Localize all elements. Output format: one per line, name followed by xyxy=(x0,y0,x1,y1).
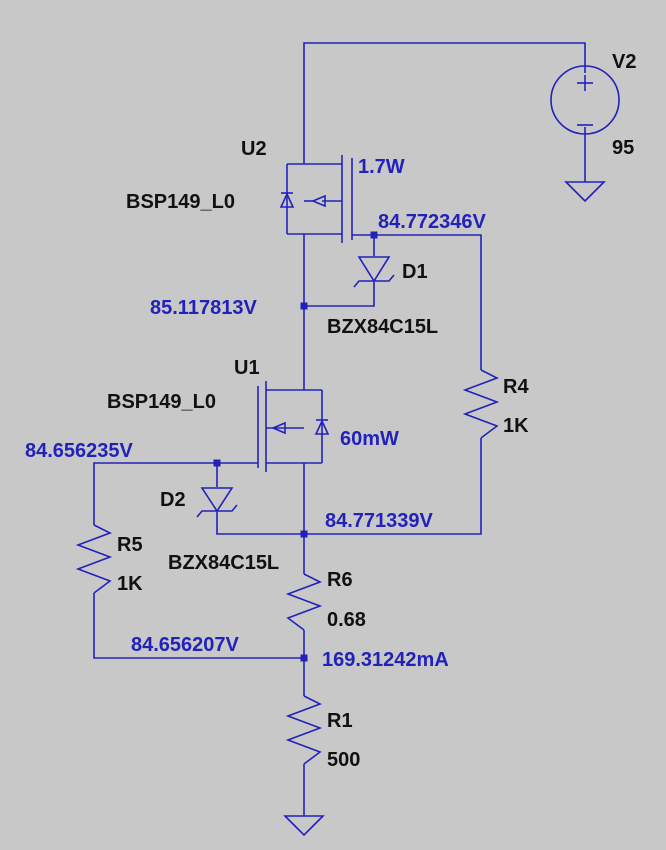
resistor-r5[interactable] xyxy=(75,524,113,594)
nodes xyxy=(213,231,378,662)
ground-r1-icon xyxy=(283,815,325,837)
wires xyxy=(93,42,586,816)
u2-name-label: U2 xyxy=(241,138,267,160)
probe-labels: 1.7W 84.772346V 85.117813V 60mW 84.65623… xyxy=(25,156,487,671)
wire-u2-gate-to-r4 xyxy=(352,234,482,370)
u1-model-label: BSP149_L0 xyxy=(107,391,216,413)
u2-power-label: 1.7W xyxy=(358,156,405,178)
mosfet-u2[interactable] xyxy=(279,155,353,243)
r1-current-probe: 169.31242mA xyxy=(322,649,449,671)
wire-u1-gate-node xyxy=(93,462,258,525)
r5-bottom-voltage-probe: 84.656207V xyxy=(131,634,240,656)
r5-name-label: R5 xyxy=(117,534,143,556)
d1-name-label: D1 xyxy=(402,261,428,283)
resistor-r4[interactable] xyxy=(462,369,500,439)
r6-value-label: 0.68 xyxy=(327,609,366,631)
d1-model-label: BZX84C15L xyxy=(327,316,438,338)
r5-value-label: 1K xyxy=(117,573,143,595)
u2-model-label: BSP149_L0 xyxy=(126,191,235,213)
d2-model-label: BZX84C15L xyxy=(168,552,279,574)
v2-name-label: V2 xyxy=(612,51,636,73)
r4-value-label: 1K xyxy=(503,415,529,437)
voltage-source-v2[interactable] xyxy=(550,65,620,135)
node-u2-gate xyxy=(370,231,378,239)
d2-name-label: D2 xyxy=(160,489,186,511)
wire-r5-bottom xyxy=(93,593,304,659)
u1-name-label: U1 xyxy=(234,357,260,379)
r6-name-label: R6 xyxy=(327,569,353,591)
node-u2-source xyxy=(300,302,308,310)
u1-power-label: 60mW xyxy=(340,428,399,450)
component-labels: V2 95 U2 BSP149_L0 D1 BZX84C15L U1 BSP14… xyxy=(107,51,636,771)
zener-diode-d2[interactable] xyxy=(196,487,238,518)
r4-name-label: R4 xyxy=(503,376,529,398)
resistor-r6[interactable] xyxy=(285,573,323,631)
wire-r4-bottom xyxy=(304,438,482,535)
wire-supply-top xyxy=(303,42,586,164)
wire-d1-anode xyxy=(304,282,375,307)
u2-gate-voltage-probe: 84.772346V xyxy=(378,211,487,233)
u1-source-voltage-probe: 84.771339V xyxy=(325,510,434,532)
node-r6-bottom xyxy=(300,654,308,662)
ground-v2-icon xyxy=(564,181,606,203)
node-u1-source xyxy=(300,530,308,538)
wire-d2-anode xyxy=(216,512,304,535)
r1-name-label: R1 xyxy=(327,710,353,732)
u1-gate-voltage-probe: 84.656235V xyxy=(25,440,134,462)
node-u1-gate xyxy=(213,459,221,467)
zener-diode-d1[interactable] xyxy=(353,256,395,288)
v2-value-label: 95 xyxy=(612,137,634,159)
u2-source-voltage-probe: 85.117813V xyxy=(150,297,257,319)
mosfet-u1[interactable] xyxy=(257,381,330,472)
resistor-r1[interactable] xyxy=(285,695,323,765)
r1-value-label: 500 xyxy=(327,749,360,771)
